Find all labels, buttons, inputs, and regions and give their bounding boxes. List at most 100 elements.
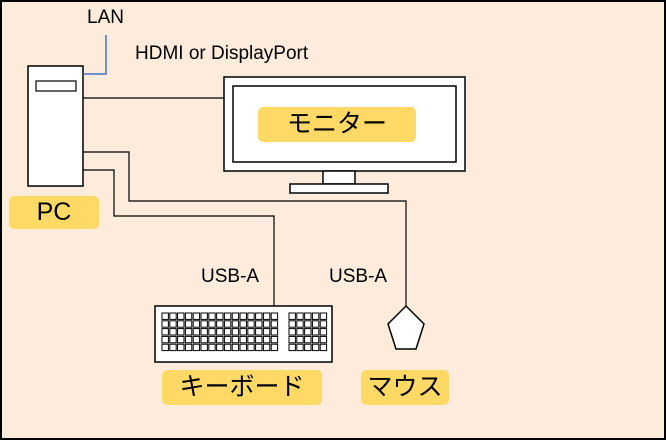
keyboard-key xyxy=(270,328,279,336)
keyboard-key xyxy=(239,312,247,320)
keyboard-key xyxy=(216,343,224,352)
keyboard-key xyxy=(239,343,247,352)
keyboard-key xyxy=(184,343,193,352)
hdmi-label: HDMI or DisplayPort xyxy=(135,43,309,64)
keyboard-key xyxy=(319,312,328,320)
keyboard-key xyxy=(231,328,240,336)
keyboard-key xyxy=(296,328,304,336)
keyboard-key xyxy=(177,328,185,336)
keyboard-key xyxy=(296,320,304,328)
keyboard-key xyxy=(262,320,271,328)
keyboard-key xyxy=(200,328,208,336)
keyboard-key xyxy=(319,335,328,344)
keyboard-key xyxy=(200,312,208,320)
keyboard-key xyxy=(223,320,232,328)
keyboard-key xyxy=(304,343,312,352)
keyboard-key xyxy=(200,320,208,328)
keyboard-key xyxy=(311,343,320,352)
keyboard-key xyxy=(208,335,216,344)
keyboard-key xyxy=(216,312,224,320)
keyboard-key xyxy=(161,335,169,344)
keyboard-key xyxy=(177,320,185,328)
keyboard-key xyxy=(200,343,208,352)
monitor-label: モニター xyxy=(258,107,416,142)
keyboard-key xyxy=(270,320,279,328)
keyboard-key xyxy=(304,320,312,328)
keyboard-label: キーボード xyxy=(162,370,322,405)
keyboard-key xyxy=(288,328,296,336)
keyboard-icon xyxy=(154,305,333,363)
keyboard-key xyxy=(192,335,201,344)
keyboard-key xyxy=(177,343,185,352)
keyboard-key xyxy=(288,343,296,352)
keyboard-key xyxy=(177,312,185,320)
keyboard-key xyxy=(311,320,320,328)
keyboard-key xyxy=(239,328,247,336)
keyboard-cable xyxy=(83,169,275,306)
keyboard-key xyxy=(169,320,177,328)
keyboard-key xyxy=(304,328,312,336)
keyboard-key xyxy=(231,320,240,328)
keyboard-key xyxy=(223,328,232,336)
keyboard-key xyxy=(216,320,224,328)
keyboard-key xyxy=(247,312,255,320)
keyboard-key xyxy=(270,335,279,344)
keyboard-key xyxy=(161,328,169,336)
keyboard-key xyxy=(319,328,328,336)
keyboard-key xyxy=(216,328,224,336)
keyboard-key xyxy=(262,343,271,352)
keyboard-key xyxy=(169,328,177,336)
keyboard-key xyxy=(184,320,193,328)
keyboard-key xyxy=(192,312,201,320)
keyboard-key xyxy=(161,343,169,352)
keyboard-key xyxy=(231,335,240,344)
keyboard-key xyxy=(161,320,169,328)
keyboard-key xyxy=(311,312,320,320)
keyboard-key xyxy=(255,343,263,352)
keyboard-key xyxy=(184,335,193,344)
keyboard-key xyxy=(208,320,216,328)
keyboard-key xyxy=(255,312,263,320)
keyboard-key xyxy=(208,343,216,352)
keyboard-key xyxy=(231,343,240,352)
keyboard-key xyxy=(296,343,304,352)
keyboard-key xyxy=(296,335,304,344)
mouse-label: マウス xyxy=(361,370,449,405)
keyboard-key xyxy=(262,312,271,320)
keyboard-key xyxy=(169,312,177,320)
keyboard-key xyxy=(311,328,320,336)
keyboard-key xyxy=(208,328,216,336)
usb-mouse-label: USB-A xyxy=(329,266,388,287)
keyboard-key xyxy=(177,335,185,344)
keyboard-key xyxy=(208,312,216,320)
keyboard-key xyxy=(255,335,263,344)
keyboard-key xyxy=(192,320,201,328)
keyboard-key xyxy=(169,335,177,344)
keyboard-key xyxy=(184,312,193,320)
keyboard-key xyxy=(304,335,312,344)
keyboard-key xyxy=(288,312,296,320)
keyboard-key xyxy=(296,312,304,320)
keyboard-key xyxy=(231,312,240,320)
keyboard-key xyxy=(262,335,271,344)
keyboard-key xyxy=(161,312,169,320)
keyboard-key xyxy=(288,320,296,328)
keyboard-key xyxy=(270,343,279,352)
keyboard-key xyxy=(192,328,201,336)
keyboard-key xyxy=(288,335,296,344)
usb-keyboard-label: USB-A xyxy=(201,266,260,287)
keyboard-key xyxy=(223,335,232,344)
keyboard-key xyxy=(247,328,255,336)
pc-label: PC xyxy=(9,196,99,229)
keyboard-key xyxy=(239,320,247,328)
keyboard-key xyxy=(319,320,328,328)
keyboard-key xyxy=(223,312,232,320)
keyboard-key xyxy=(192,343,201,352)
keyboard-key xyxy=(255,328,263,336)
keyboard-key xyxy=(169,343,177,352)
keyboard-key xyxy=(247,343,255,352)
keyboard-key xyxy=(319,343,328,352)
keyboard-key xyxy=(223,343,232,352)
